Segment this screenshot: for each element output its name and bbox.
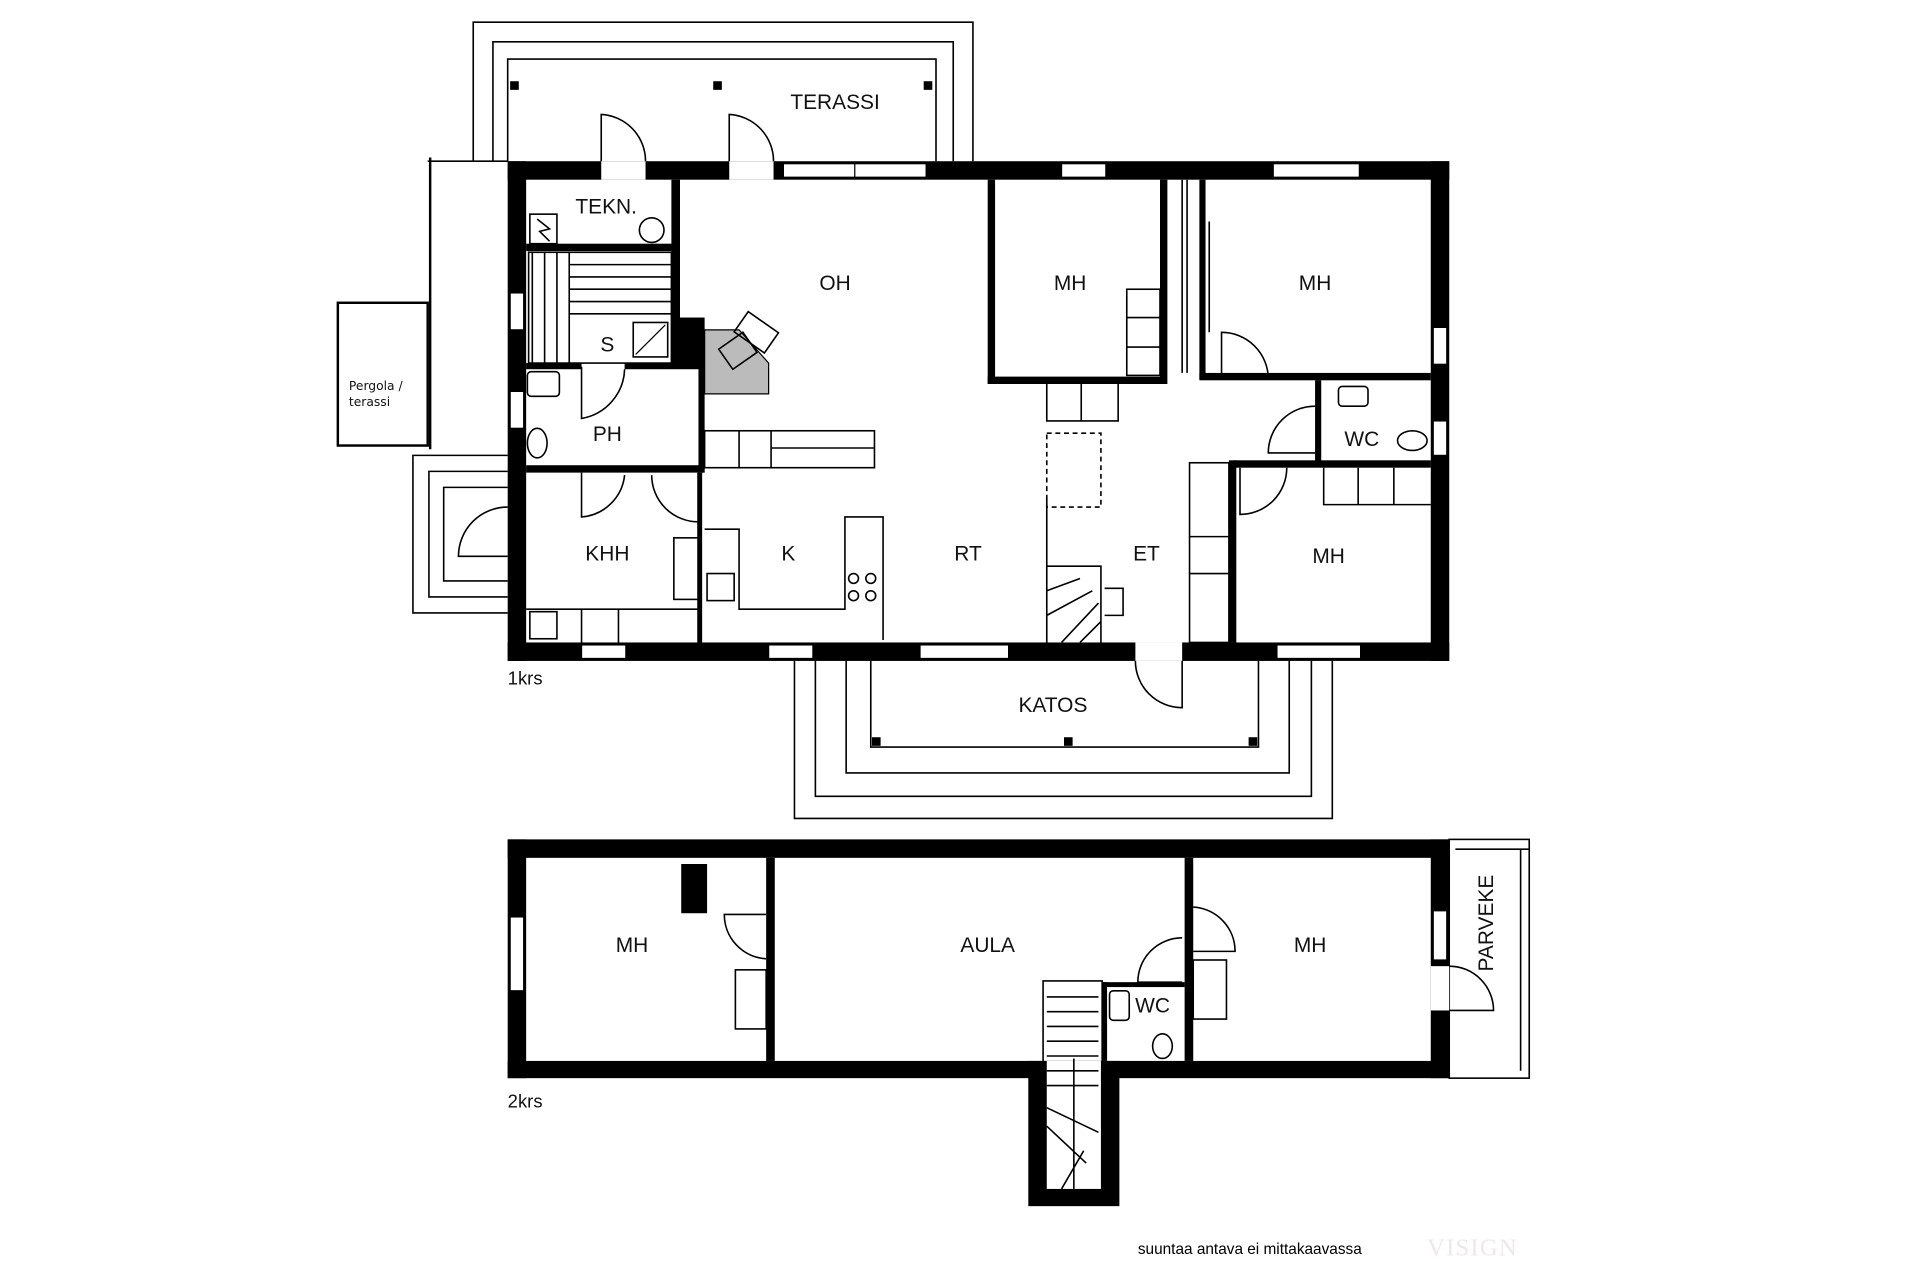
sauna-bench (527, 251, 673, 364)
room-wc: WC (1344, 428, 1379, 451)
fireplace (704, 310, 780, 395)
room-mh-1: MH (1054, 272, 1087, 295)
watermark-logo: VISIGN (1427, 1234, 1518, 1261)
room-tekn: TEKN. (575, 196, 637, 219)
windows (509, 163, 1448, 660)
room-k: K (781, 543, 795, 566)
stairs-2 (1042, 980, 1103, 1191)
room-aula: AULA (960, 934, 1015, 957)
interior-walls (526, 179, 1431, 643)
floor-2: 2krs MH AULA WC MH PARVEKE (507, 838, 1531, 1207)
room-terassi: TERASSI (790, 91, 879, 114)
floor-2-label: 2krs (508, 1091, 543, 1112)
pergola (336, 301, 429, 447)
room-mh-2: MH (1299, 272, 1332, 295)
room-khh: KHH (585, 543, 629, 566)
room-mh-upstairs-1: MH (616, 934, 649, 957)
room-mh-3: MH (1312, 545, 1345, 568)
terrace-outline (472, 21, 974, 162)
exterior-walls-2 (507, 839, 1450, 1207)
pergola-label-2: terassi (349, 395, 390, 409)
exterior-walls (507, 161, 1450, 661)
scale-disclaimer: suuntaa antava ei mittakaavassa (1138, 1241, 1362, 1258)
room-rt: RT (954, 543, 982, 566)
side-entry-steps (412, 454, 508, 614)
floor-1-label: 1krs (508, 667, 543, 688)
room-oh: OH (819, 272, 850, 295)
room-katos: KATOS (1018, 694, 1087, 717)
room-parveke: PARVEKE (1475, 875, 1498, 972)
room-et: ET (1133, 543, 1160, 566)
kitchen-counters (703, 429, 884, 640)
floor-1: 1krs TERASSI TEKN. OH MH MH S PH WC KHH … (336, 21, 1450, 820)
room-s: S (600, 333, 614, 356)
room-wc-upstairs: WC (1135, 994, 1170, 1017)
room-ph: PH (593, 423, 622, 446)
stairs-1 (1045, 432, 1124, 644)
pergola-label-1: Pergola / (349, 379, 404, 393)
katos-outline (793, 660, 1334, 820)
room-mh-upstairs-2: MH (1294, 934, 1327, 957)
